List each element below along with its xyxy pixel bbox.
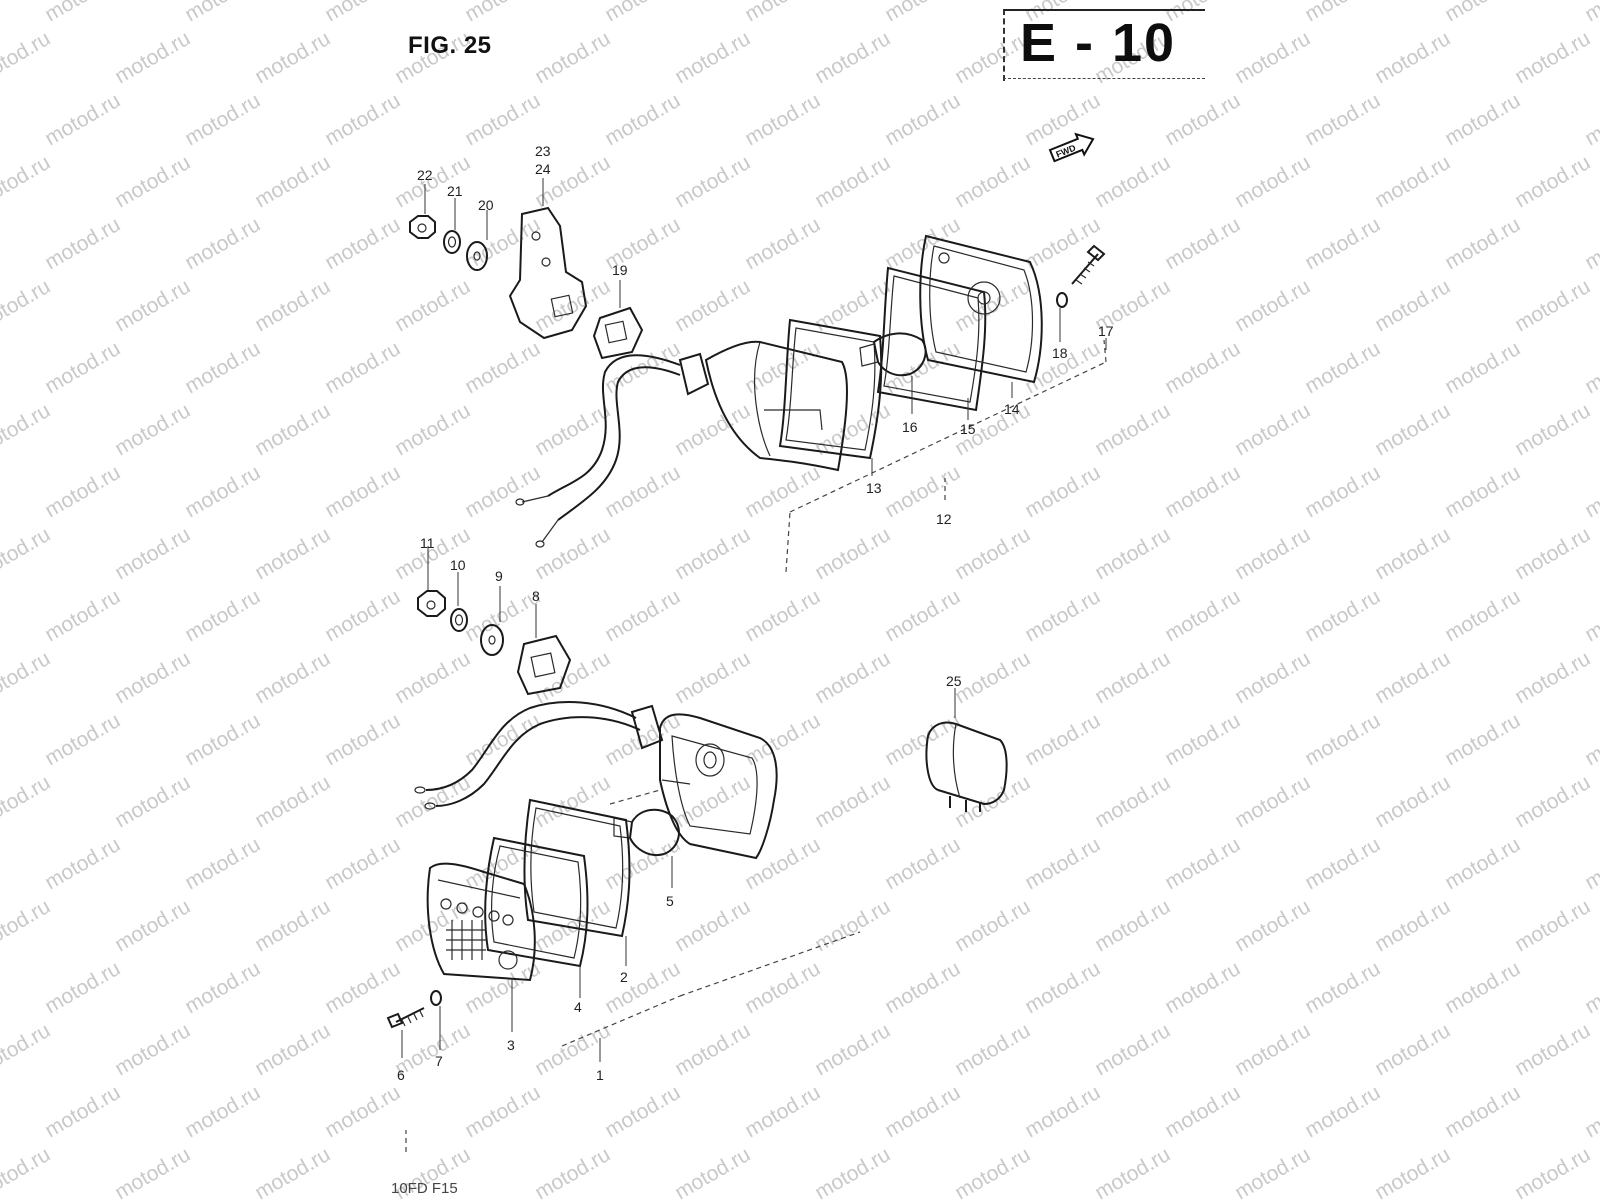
nut-part-11 — [417, 590, 446, 617]
flasher-relay-part-25 — [925, 721, 1008, 812]
callout-22: 22 — [417, 167, 433, 183]
screw-part-17 — [1071, 244, 1106, 285]
lens-part-3 — [426, 862, 536, 982]
callout-15: 15 — [960, 421, 976, 437]
gasket-part-15 — [876, 266, 987, 412]
callout-leaders — [401, 178, 1107, 1062]
gasket-part-2 — [523, 798, 631, 938]
callout-7: 7 — [435, 1053, 443, 1069]
callout-23: 23 — [535, 143, 551, 159]
bracket-part-23-24 — [508, 206, 588, 340]
nut-part-22 — [409, 215, 436, 239]
section-code-box-underline — [1003, 78, 1205, 79]
lens-part-14 — [919, 234, 1043, 384]
washer-part-9 — [480, 624, 504, 656]
wire-harness-lower — [414, 701, 641, 810]
wire-harness-upper — [515, 354, 681, 548]
callout-13: 13 — [866, 480, 882, 496]
callout-10: 10 — [450, 557, 466, 573]
screw-part-6 — [386, 1007, 425, 1029]
forward-arrow-icon: FWD — [1048, 132, 1095, 163]
callout-6: 6 — [397, 1067, 405, 1083]
grommet-part-8 — [516, 634, 572, 696]
gasket-part-4 — [484, 836, 589, 968]
reference-line-lower — [561, 931, 861, 1047]
callout-20: 20 — [478, 197, 494, 213]
section-code: E - 10 — [1020, 13, 1177, 73]
callout-24: 24 — [535, 161, 551, 177]
callout-16: 16 — [902, 419, 918, 435]
figure-title: FIG. 25 — [408, 32, 492, 59]
callout-3: 3 — [507, 1037, 515, 1053]
callout-17: 17 — [1098, 323, 1114, 339]
callout-19: 19 — [612, 262, 628, 278]
lamp-housing-upper — [678, 340, 848, 472]
callout-5: 5 — [666, 893, 674, 909]
callout-9: 9 — [495, 568, 503, 584]
reference-line-upper — [785, 339, 1107, 573]
callout-4: 4 — [574, 999, 582, 1015]
bulb-part-16 — [859, 332, 927, 377]
grommet-part-19 — [592, 306, 644, 360]
callout-8: 8 — [532, 588, 540, 604]
washer-part-18 — [1056, 292, 1068, 308]
washer-part-20 — [466, 241, 488, 271]
callout-14: 14 — [1004, 401, 1020, 417]
section-code-box — [1003, 9, 1205, 81]
callout-11: 11 — [420, 535, 435, 551]
callout-12: 12 — [936, 511, 952, 527]
callout-21: 21 — [447, 183, 463, 199]
callout-2: 2 — [620, 969, 628, 985]
lock-washer-part-10 — [450, 608, 468, 632]
bulb-part-5 — [609, 789, 680, 856]
callout-18: 18 — [1052, 345, 1068, 361]
lamp-housing-lower — [630, 704, 778, 860]
callout-1: 1 — [596, 1067, 604, 1083]
gasket-part-13 — [778, 318, 883, 460]
washer-part-7 — [430, 990, 442, 1006]
callout-25: 25 — [946, 673, 962, 689]
lock-washer-part-21 — [443, 230, 461, 254]
footer-code: 10FD F15 — [391, 1180, 458, 1197]
